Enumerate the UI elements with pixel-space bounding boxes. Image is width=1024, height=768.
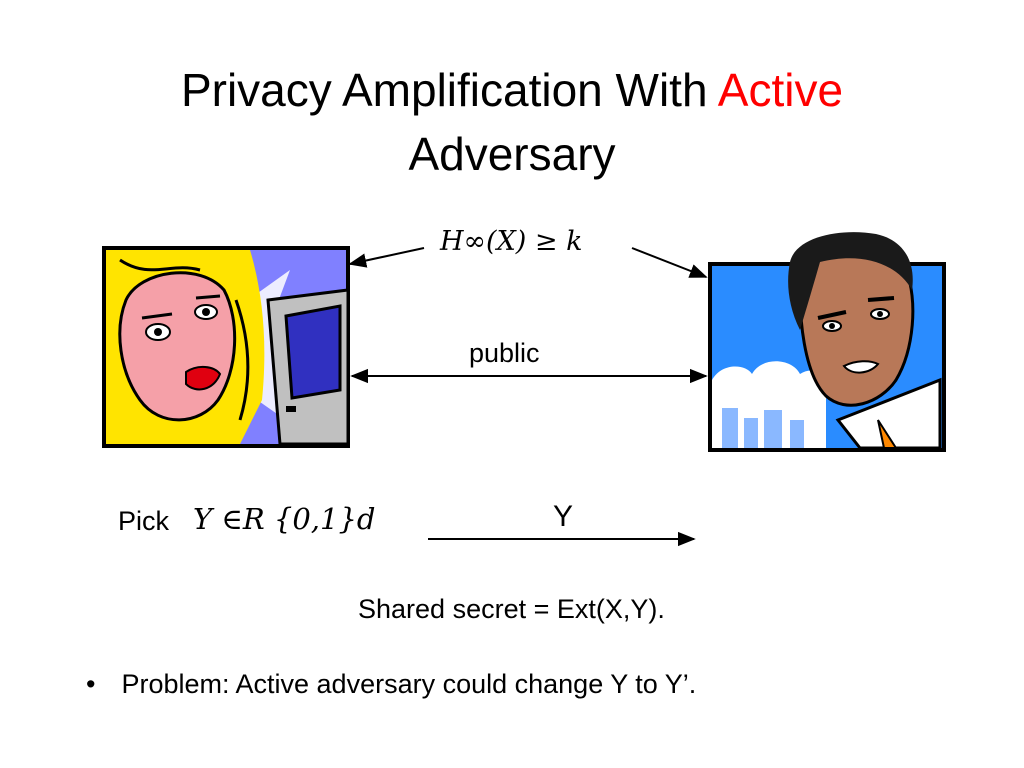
public-label: public <box>469 338 540 368</box>
woman-clipart <box>102 246 350 448</box>
arrow-to-man <box>631 247 708 278</box>
entropy-formula: H∞(X) ≥ k <box>440 226 583 257</box>
pick-label: Pick <box>118 506 170 536</box>
bullet-item: • Problem: Active adversary could change… <box>86 669 696 700</box>
arrow-to-woman <box>348 247 425 268</box>
shared-secret-text: Shared secret = Ext(X,Y). <box>358 594 665 624</box>
pick-formula: Y ∈R {0,1}d <box>193 502 376 536</box>
title-suffix: Adversary <box>408 128 616 180</box>
message-label: Y <box>553 500 574 533</box>
man-clipart <box>708 232 946 452</box>
bullet-marker: • <box>86 669 96 699</box>
bullet-text: Problem: Active adversary could change Y… <box>121 669 697 699</box>
slide-title: Privacy Amplification With Active Advers… <box>0 58 1024 186</box>
title-accent: Active <box>717 64 844 116</box>
title-prefix: Privacy Amplification With <box>180 64 718 116</box>
